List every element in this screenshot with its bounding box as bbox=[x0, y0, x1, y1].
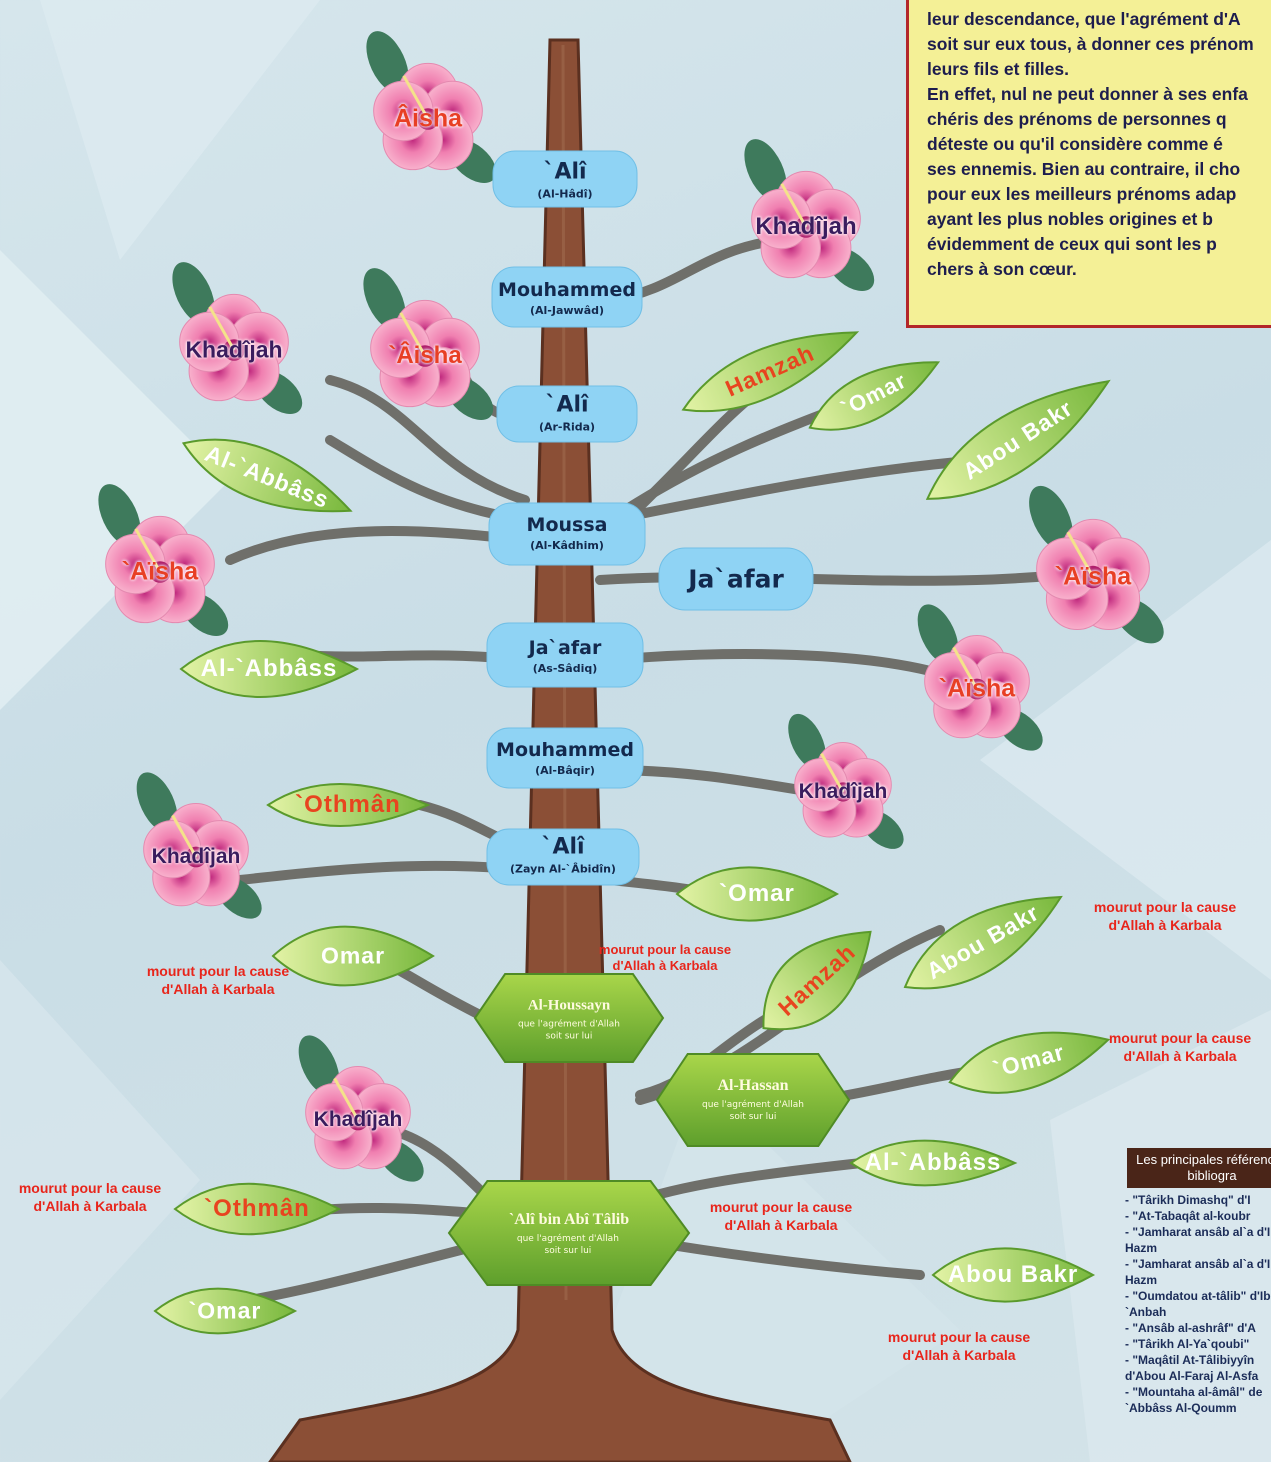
hex-node-shape bbox=[655, 1053, 851, 1147]
leaf-shape bbox=[675, 866, 840, 922]
flower-stamen bbox=[134, 528, 162, 573]
branch bbox=[635, 1235, 925, 1280]
background-shape bbox=[40, 0, 320, 260]
leaf-shape bbox=[849, 1139, 1018, 1187]
flower-stamen bbox=[333, 1077, 360, 1121]
flower-leaf bbox=[136, 772, 178, 833]
trunk-node-pill bbox=[486, 828, 640, 886]
flower-leaf bbox=[1029, 485, 1073, 551]
info-line: pour eux les meilleurs prénoms adap bbox=[927, 184, 1237, 204]
trunk-node-pill bbox=[486, 622, 644, 688]
leaf-shape bbox=[153, 1287, 298, 1335]
leaf-shape bbox=[948, 1031, 1111, 1094]
background-shape bbox=[0, 250, 230, 710]
leaf-shape bbox=[271, 925, 435, 987]
reference-item: - "Jamharat ansâb al`a d'Ibn Hazm bbox=[1125, 1257, 1271, 1287]
branch bbox=[605, 649, 965, 685]
flower-stamen bbox=[399, 312, 427, 357]
flower-stamen bbox=[208, 306, 236, 351]
reference-item: - "Jamharat ansâb al`a d'Ibn Hazm bbox=[1125, 1225, 1271, 1255]
trunk-node-pill bbox=[492, 150, 638, 208]
info-line: En effet, nul ne peut donner à ses enfa bbox=[927, 84, 1248, 104]
flower-leaf bbox=[172, 262, 215, 325]
branch bbox=[325, 435, 530, 525]
branch bbox=[225, 526, 530, 565]
info-line: chéris des prénoms de personnes q bbox=[927, 109, 1227, 129]
flower-stamen bbox=[820, 752, 845, 793]
leaf-shape bbox=[179, 640, 360, 698]
flower-leaf bbox=[788, 713, 826, 770]
background-shape bbox=[1050, 1010, 1271, 1462]
flower-leaf bbox=[366, 31, 409, 94]
references-list: - "Târikh Dimashq" d'I - "At-Tabaqât al-… bbox=[1125, 1192, 1271, 1416]
branch bbox=[235, 860, 530, 885]
flower-leaf bbox=[917, 604, 959, 665]
trunk-node-pill bbox=[488, 502, 646, 566]
info-line: chers à son cœur. bbox=[927, 259, 1077, 279]
branch bbox=[635, 1157, 875, 1205]
flower-stamen bbox=[402, 75, 430, 120]
leaf-shape bbox=[173, 1182, 342, 1236]
info-line: déteste ou qu'il considère comme é bbox=[927, 134, 1223, 154]
note-martyr: mourut pour la cause d'Allah à Karbala bbox=[1108, 1030, 1252, 1064]
trunk-node-pill bbox=[491, 266, 643, 328]
leaf-shape bbox=[808, 361, 941, 431]
note-martyr: mourut pour la cause d'Allah à Karbala bbox=[709, 1199, 853, 1233]
references-header: Les principales références bibliogra bbox=[1127, 1148, 1271, 1188]
note-martyr: mourut pour la cause d'Allah à Karbala bbox=[887, 1329, 1031, 1363]
reference-item: - "At-Tabaqât al-koubr bbox=[1125, 1209, 1251, 1223]
reference-item: - "Maqâtil At-Tâlibiyyîn d'Abou Al-Faraj… bbox=[1125, 1353, 1259, 1383]
hex-node-shape bbox=[473, 973, 665, 1063]
flower-stamen bbox=[1066, 531, 1095, 578]
flower-leaf bbox=[363, 268, 406, 331]
leaf-shape bbox=[903, 895, 1063, 990]
reference-item: - "Ansâb al-ashrâf" d'A bbox=[1125, 1321, 1256, 1335]
info-line: leurs fils et filles. bbox=[927, 59, 1069, 79]
leaf-shape bbox=[681, 331, 860, 413]
note-martyr: mourut pour la cause d'Allah à Karbala bbox=[598, 942, 732, 973]
leaf-shape bbox=[925, 379, 1111, 500]
reference-item: - "Târikh Dimashq" d'I bbox=[1125, 1193, 1251, 1207]
leaf-shape bbox=[931, 1247, 1096, 1303]
flower-leaf bbox=[98, 484, 141, 547]
background-shape bbox=[980, 540, 1271, 980]
info-line: ses ennemis. Bien au contraire, il cho bbox=[927, 159, 1241, 179]
reference-item: - "Târikh Al-Ya`qoubi" bbox=[1125, 1337, 1250, 1351]
trunk-node-pill bbox=[496, 385, 638, 443]
flower-stamen bbox=[952, 646, 979, 690]
background-shape bbox=[560, 1080, 960, 1462]
leaf-shape bbox=[762, 930, 872, 1031]
flower-leaf bbox=[744, 139, 787, 202]
trunk-node-pill bbox=[658, 547, 814, 611]
info-line: leur descendance, que l'agrément d'A bbox=[927, 9, 1241, 29]
node-group bbox=[447, 150, 851, 1286]
leaf-group bbox=[153, 331, 1111, 1335]
leaf-shape bbox=[266, 783, 431, 827]
flower-leaf bbox=[298, 1035, 340, 1096]
branch bbox=[325, 375, 530, 505]
flower-stamen bbox=[171, 814, 198, 858]
hex-node-shape bbox=[447, 1180, 691, 1286]
trunk-node-pill bbox=[486, 727, 644, 789]
flower-stamen bbox=[780, 183, 808, 228]
note-martyr: mourut pour la cause d'Allah à Karbala bbox=[18, 1180, 162, 1214]
info-line: soit sur eux tous, à donner ces prénom bbox=[927, 34, 1254, 54]
note-martyr: mourut pour la cause d'Allah à Karbala bbox=[146, 963, 290, 997]
flower-group bbox=[98, 31, 1164, 1182]
references-panel: Les principales références bibliogra - "… bbox=[1125, 1148, 1271, 1416]
reference-item: - "Oumdatou at-tâlib" d'Ibnou `Anbah bbox=[1125, 1289, 1271, 1319]
info-line: évidemment de ceux qui sont les p bbox=[927, 234, 1217, 254]
leaf-shape bbox=[181, 438, 353, 513]
info-line: ayant les plus nobles origines et b bbox=[927, 209, 1213, 229]
note-martyr: mourut pour la cause d'Allah à Karbala bbox=[1093, 899, 1237, 933]
info-box: leur descendance, que l'agrément d'A soi… bbox=[906, 0, 1271, 328]
branch bbox=[605, 455, 985, 525]
background-shape bbox=[0, 960, 200, 1400]
reference-item: - "Mountaha al-âmâl" de `Abbâss Al-Qoumm bbox=[1125, 1385, 1263, 1415]
